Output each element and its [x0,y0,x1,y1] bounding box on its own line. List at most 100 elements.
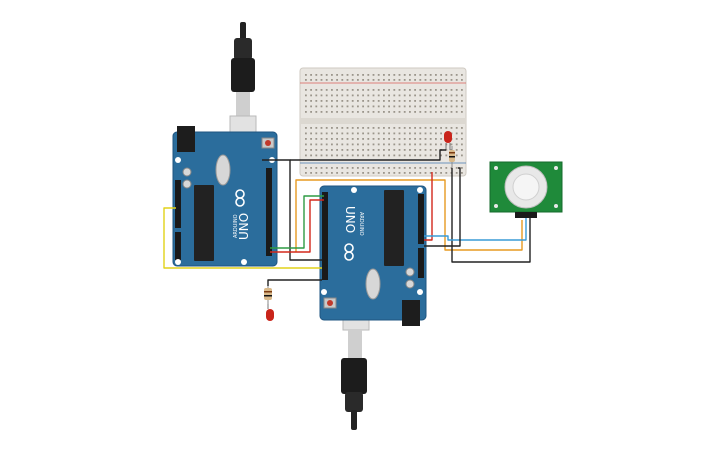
breadboard-hole [357,111,359,113]
breadboard-hole [403,127,406,129]
board-a-logo-icon [235,189,245,207]
breadboard-hole [341,105,344,108]
breadboard-hole [450,74,453,76]
breadboard-hole [341,89,344,91]
wire-orange-top[interactable] [295,179,523,252]
breadboard-hole [403,94,406,97]
wire-black-breadboard[interactable] [290,149,446,161]
wire-red-left[interactable] [270,199,324,253]
breadboard-hole [429,138,432,140]
breadboard-hole [435,132,437,135]
breadboard-hole [325,154,328,157]
wire-black-board-b[interactable] [424,167,461,247]
breadboard-hole [388,74,390,76]
breadboard-hole [398,94,401,97]
breadboard-hole [315,172,318,174]
breadboard-hole [310,94,312,97]
breadboard-hole [315,74,318,76]
breadboard-hole [393,100,396,102]
breadboard-hole [310,143,312,146]
wire-yellow[interactable] [163,207,322,269]
breadboard-hole [424,74,427,76]
breadboard-hole [440,138,442,140]
breadboard-hole [429,111,432,113]
breadboard-hole [388,132,390,135]
breadboard-hole [419,79,422,81]
breadboard-hole [372,154,375,157]
breadboard-hole [398,127,401,129]
breadboard-hole [388,127,390,129]
breadboard-hole [429,149,432,151]
breadboard-hole [461,132,463,135]
breadboard-hole [346,105,349,108]
breadboard-hole [341,79,344,81]
breadboard-hole [315,138,318,140]
resistor-loose[interactable] [264,284,272,304]
breadboard-hole [445,74,448,76]
breadboard-hole [403,100,406,102]
breadboard[interactable] [299,67,467,177]
breadboard-hole [461,105,463,108]
breadboard-hole [372,167,375,169]
breadboard-hole [409,74,411,76]
breadboard-hole [414,154,416,157]
breadboard-hole [440,154,442,157]
breadboard-hole [362,149,364,151]
breadboard-hole [409,94,411,97]
breadboard-hole [346,127,349,129]
arduino-uno-left[interactable]: UNO ARDUINO [172,126,278,267]
breadboard-hole [393,74,396,76]
breadboard-hole [445,79,448,81]
breadboard-hole [341,111,344,113]
resistor-breadboard[interactable] [449,146,455,168]
breadboard-hole [377,79,380,81]
wire-green[interactable] [270,195,324,249]
breadboard-hole [414,94,416,97]
breadboard-hole [383,143,385,146]
breadboard-hole [346,94,349,97]
pir-sensor[interactable] [489,161,563,218]
breadboard-hole [305,167,307,169]
wire-black-led[interactable] [267,279,322,286]
breadboard-hole [388,89,390,91]
breadboard-hole [461,138,463,140]
breadboard-hole [424,111,427,113]
breadboard-hole [362,143,364,146]
wire-black-left-top[interactable] [262,159,322,261]
breadboard-hole [414,143,416,146]
breadboard-hole [357,154,359,157]
breadboard-hole [367,149,370,151]
breadboard-hole [341,138,344,140]
breadboard-hole [377,167,380,169]
breadboard-hole [435,143,437,146]
breadboard-hole [325,94,328,97]
breadboard-hole [372,74,375,76]
breadboard-hole [346,89,349,91]
breadboard-hole [383,154,385,157]
wire-black-pir[interactable] [451,168,531,263]
breadboard-hole [435,127,437,129]
breadboard-hole [435,149,437,151]
breadboard-hole [351,111,354,113]
arduino-uno-right[interactable]: UNO ARDUINO [319,185,427,326]
breadboard-hole [367,138,370,140]
led-breadboard[interactable] [444,131,452,150]
breadboard-hole [377,74,380,76]
breadboard-hole [429,100,432,102]
breadboard-hole [331,94,333,97]
breadboard-hole [424,154,427,157]
wire-blue-pir[interactable] [424,218,527,241]
breadboard-hole [435,167,437,169]
breadboard-hole [320,132,323,135]
breadboard-hole [450,127,453,129]
breadboard-hole [351,100,354,102]
breadboard-hole [362,138,364,140]
wire-red-breadboard[interactable] [424,172,433,241]
breadboard-hole [383,79,385,81]
breadboard-hole [372,111,375,113]
led-loose[interactable] [266,300,274,321]
breadboard-hole [315,167,318,169]
breadboard-hole [424,100,427,102]
breadboard-hole [331,154,333,157]
breadboard-hole [393,105,396,108]
